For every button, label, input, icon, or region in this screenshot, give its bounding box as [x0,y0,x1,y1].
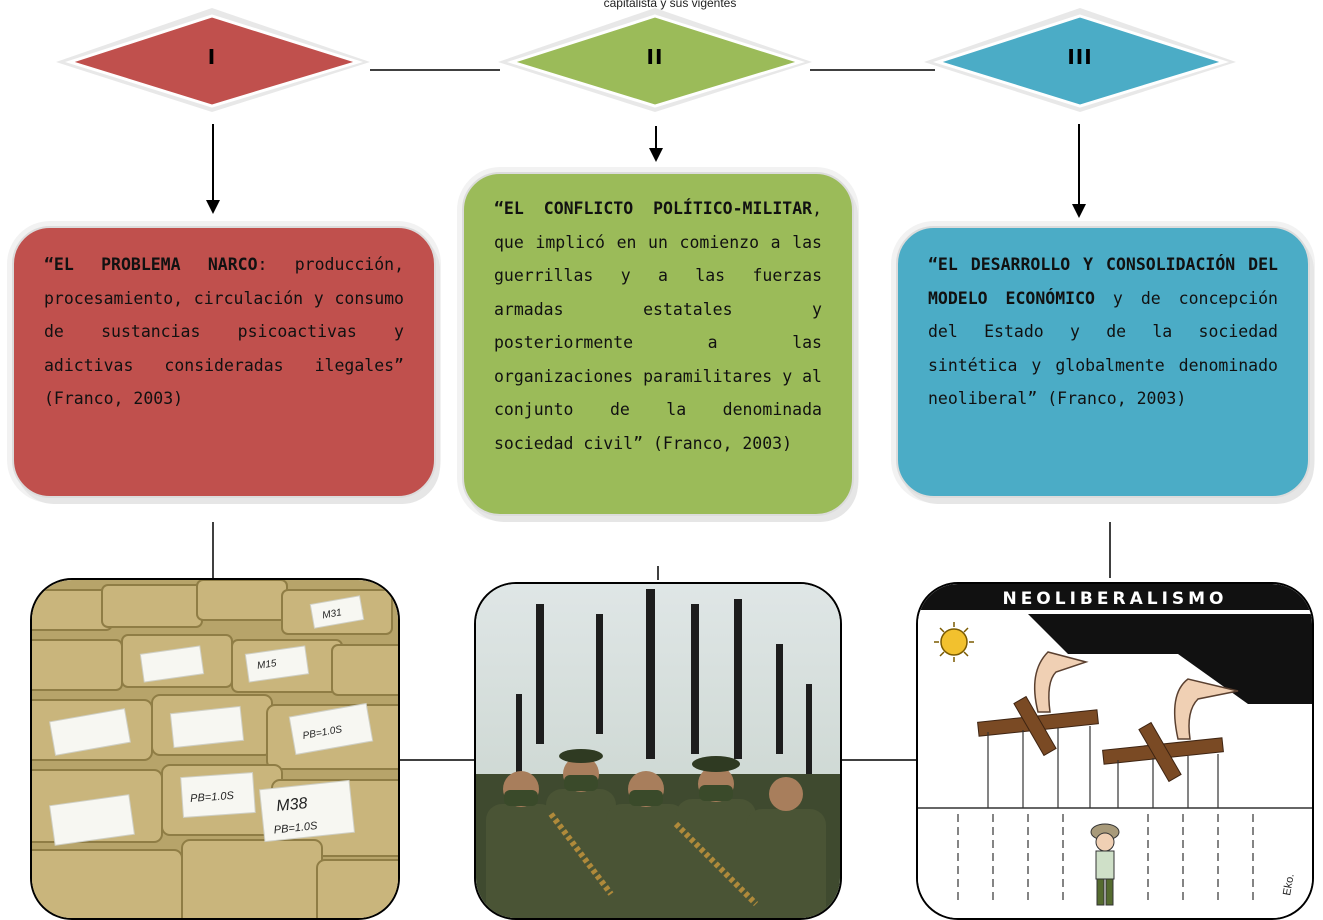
card-narco: “EL PROBLEMA NARCO: producción, procesam… [12,226,436,498]
label-m38: M38 [275,795,308,815]
header-fragment: capitalista y sus vigentes [603,0,737,10]
diamond-ii-label: II [646,45,664,69]
card-conflicto: “EL CONFLICTO POLÍTICO-MILITAR, que impl… [462,172,854,516]
label-pb-2: PB=1.0S [190,790,235,805]
cartoon-signature: Eko. [1281,873,1297,897]
diamond-i-label: I [207,45,217,69]
card-conflicto-lead: “EL CONFLICTO POLÍTICO-MILITAR [494,199,813,218]
card-conflicto-body: , que implicó en un comienzo a las guerr… [494,199,822,453]
card-narco-body: : producción, procesamiento, circulación… [44,255,405,408]
card-neoliberal-body: y de concepción del Estado y de la socie… [928,288,1278,409]
diamond-iii-shape [924,8,1236,112]
neoliberalismo-cartoon: NEOLIBERALISMO [916,582,1314,920]
card-narco-lead: “EL PROBLEMA NARCO [44,255,258,274]
card-neoliberal-lead: “EL DESARROLLO Y CONSOLIDACIÓN DEL MODEL… [928,255,1278,308]
label-m15: M15 [256,658,277,672]
label-pb-1: PB=1.0S [273,820,318,837]
diamond-ii-shape [498,8,812,112]
diamond-i-shape [56,8,370,112]
diamond-iii-label: III [1067,45,1093,69]
drug-packages-photo: M38 PB=1.0S PB=1.0S M31 M15 PB=1.0S [30,578,400,920]
label-m31: M31 [322,607,343,621]
card-neoliberal: “EL DESARROLLO Y CONSOLIDACIÓN DEL MODEL… [896,226,1310,498]
armed-group-photo [474,582,842,920]
cartoon-title: NEOLIBERALISMO [1002,589,1227,609]
